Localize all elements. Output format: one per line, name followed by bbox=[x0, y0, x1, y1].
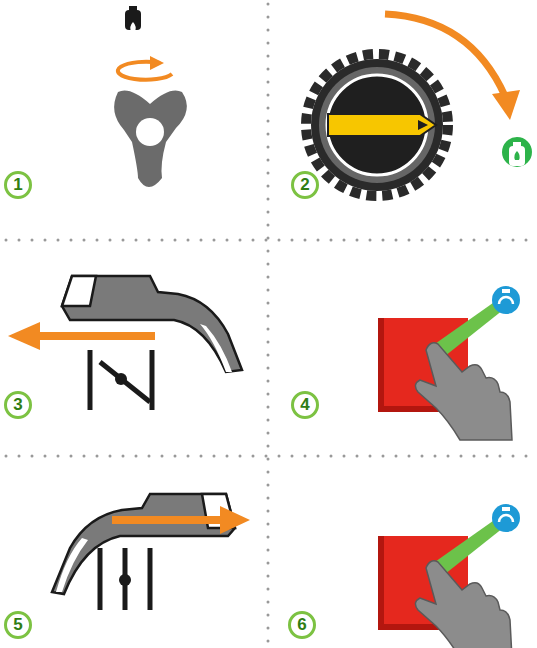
callout-number: 1 bbox=[4, 171, 32, 199]
callout-number: 6 bbox=[288, 611, 316, 639]
callout-number: 3 bbox=[4, 391, 32, 419]
callout-number: 2 bbox=[291, 171, 319, 199]
callout-number: 4 bbox=[291, 391, 319, 419]
callout-number: 5 bbox=[4, 611, 32, 639]
